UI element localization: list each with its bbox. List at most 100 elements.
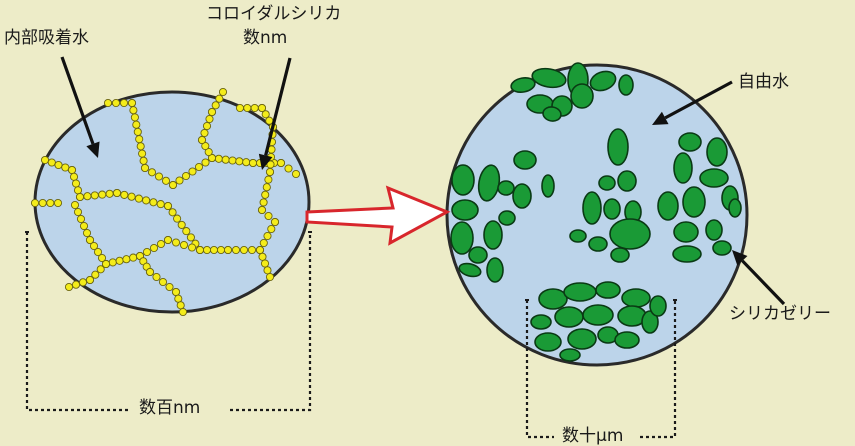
silica-gel-blob bbox=[619, 75, 633, 95]
colloid-bead bbox=[169, 181, 176, 188]
silica-gel-blob bbox=[513, 184, 531, 208]
silica-gel-blob bbox=[674, 153, 692, 183]
colloid-bead bbox=[83, 229, 90, 236]
colloid-bead bbox=[148, 169, 155, 176]
colloid-bead bbox=[215, 155, 222, 162]
colloid-bead bbox=[240, 246, 247, 253]
colloid-bead bbox=[189, 168, 196, 175]
colloid-bead bbox=[130, 107, 137, 114]
colloid-bead bbox=[180, 241, 187, 248]
silica-gel-blob bbox=[615, 332, 639, 348]
colloid-bead bbox=[277, 159, 284, 166]
silica-gel-blob bbox=[469, 247, 487, 263]
silica-gel-blob bbox=[674, 222, 698, 242]
colloid-bead bbox=[292, 170, 299, 177]
colloid-bead bbox=[166, 283, 173, 290]
colloid-bead bbox=[128, 99, 135, 106]
label-silica-gel: シリカゼリー bbox=[729, 306, 831, 323]
silica-gel-blob bbox=[560, 349, 580, 361]
colloidal-silica-particle bbox=[31, 88, 309, 315]
colloid-bead bbox=[150, 199, 157, 206]
colloid-bead bbox=[248, 246, 255, 253]
silica-gel-blob bbox=[604, 199, 620, 219]
colloid-bead bbox=[219, 88, 226, 95]
colloid-bead bbox=[217, 246, 224, 253]
colloid-bead bbox=[80, 222, 87, 229]
silica-gel-blob bbox=[451, 222, 473, 254]
silica-gel-blob bbox=[535, 333, 561, 351]
silica-gel-blob bbox=[713, 241, 731, 255]
colloid-bead bbox=[183, 228, 190, 235]
colloid-bead bbox=[224, 246, 231, 253]
silica-gel-blob bbox=[583, 305, 613, 325]
colloid-bead bbox=[47, 199, 54, 206]
colloid-bead bbox=[264, 267, 271, 274]
colloid-bead bbox=[196, 246, 203, 253]
colloid-bead bbox=[74, 208, 81, 215]
colloid-bead bbox=[134, 128, 141, 135]
colloid-bead bbox=[41, 156, 48, 163]
colloid-bead bbox=[112, 99, 119, 106]
colloid-bead bbox=[265, 212, 272, 219]
silica-gel-blob bbox=[571, 84, 593, 108]
colloid-bead bbox=[201, 129, 208, 136]
silica-gel-blob bbox=[564, 283, 596, 301]
silica-gel-blob bbox=[542, 175, 554, 197]
colloid-bead bbox=[222, 156, 229, 163]
colloid-bead bbox=[54, 199, 61, 206]
silica-gel-blob bbox=[650, 296, 666, 316]
colloid-bead bbox=[164, 236, 171, 243]
label-colloidal-silica: コロイダルシリカ bbox=[206, 6, 341, 23]
colloid-bead bbox=[262, 191, 269, 198]
colloid-bead bbox=[139, 150, 146, 157]
colloid-bead bbox=[169, 209, 176, 216]
silica-gel-blob bbox=[487, 258, 503, 282]
colloid-bead bbox=[216, 95, 223, 102]
colloid-bead bbox=[70, 173, 77, 180]
silica-gel-blob bbox=[599, 176, 615, 190]
colloid-bead bbox=[202, 159, 209, 166]
colloid-bead bbox=[176, 177, 183, 184]
colloid-bead bbox=[264, 232, 271, 239]
silica-gel-blob bbox=[499, 211, 515, 225]
colloid-bead bbox=[143, 197, 150, 204]
colloid-bead bbox=[259, 253, 266, 260]
colloid-bead bbox=[62, 164, 69, 171]
colloid-bead bbox=[210, 246, 217, 253]
colloid-bead bbox=[136, 136, 143, 143]
right-arrow-icon bbox=[307, 188, 447, 243]
colloid-bead bbox=[208, 108, 215, 115]
silica-gel-blob bbox=[658, 192, 678, 220]
colloid-bead bbox=[120, 99, 127, 106]
colloid-bead bbox=[123, 256, 130, 263]
colloid-bead bbox=[188, 244, 195, 251]
silica-gel-blob bbox=[484, 221, 502, 249]
colloid-bead bbox=[212, 102, 219, 109]
colloid-bead bbox=[232, 246, 239, 253]
silica-gel-blob bbox=[707, 138, 727, 166]
colloid-bead bbox=[244, 104, 251, 111]
colloid-bead bbox=[260, 199, 267, 206]
colloid-bead bbox=[76, 193, 83, 200]
label-free-water: 自由水 bbox=[738, 74, 789, 91]
colloid-bead bbox=[137, 143, 144, 150]
colloid-bead bbox=[68, 166, 75, 173]
silica-gel-blob bbox=[452, 200, 478, 220]
colloid-bead bbox=[84, 193, 91, 200]
colloid-bead bbox=[77, 215, 84, 222]
colloid-bead bbox=[261, 260, 268, 267]
colloid-bead bbox=[203, 246, 210, 253]
colloid-bead bbox=[157, 240, 164, 247]
colloid-bead bbox=[265, 176, 272, 183]
colloid-bead bbox=[146, 268, 153, 275]
colloid-bead bbox=[86, 276, 93, 283]
colloid-bead bbox=[79, 279, 86, 286]
colloid-bead bbox=[195, 163, 202, 170]
colloid-bead bbox=[175, 295, 182, 302]
colloid-bead bbox=[243, 159, 250, 166]
colloid-bead bbox=[109, 259, 116, 266]
colloid-bead bbox=[206, 115, 213, 122]
colloid-bead bbox=[31, 199, 38, 206]
